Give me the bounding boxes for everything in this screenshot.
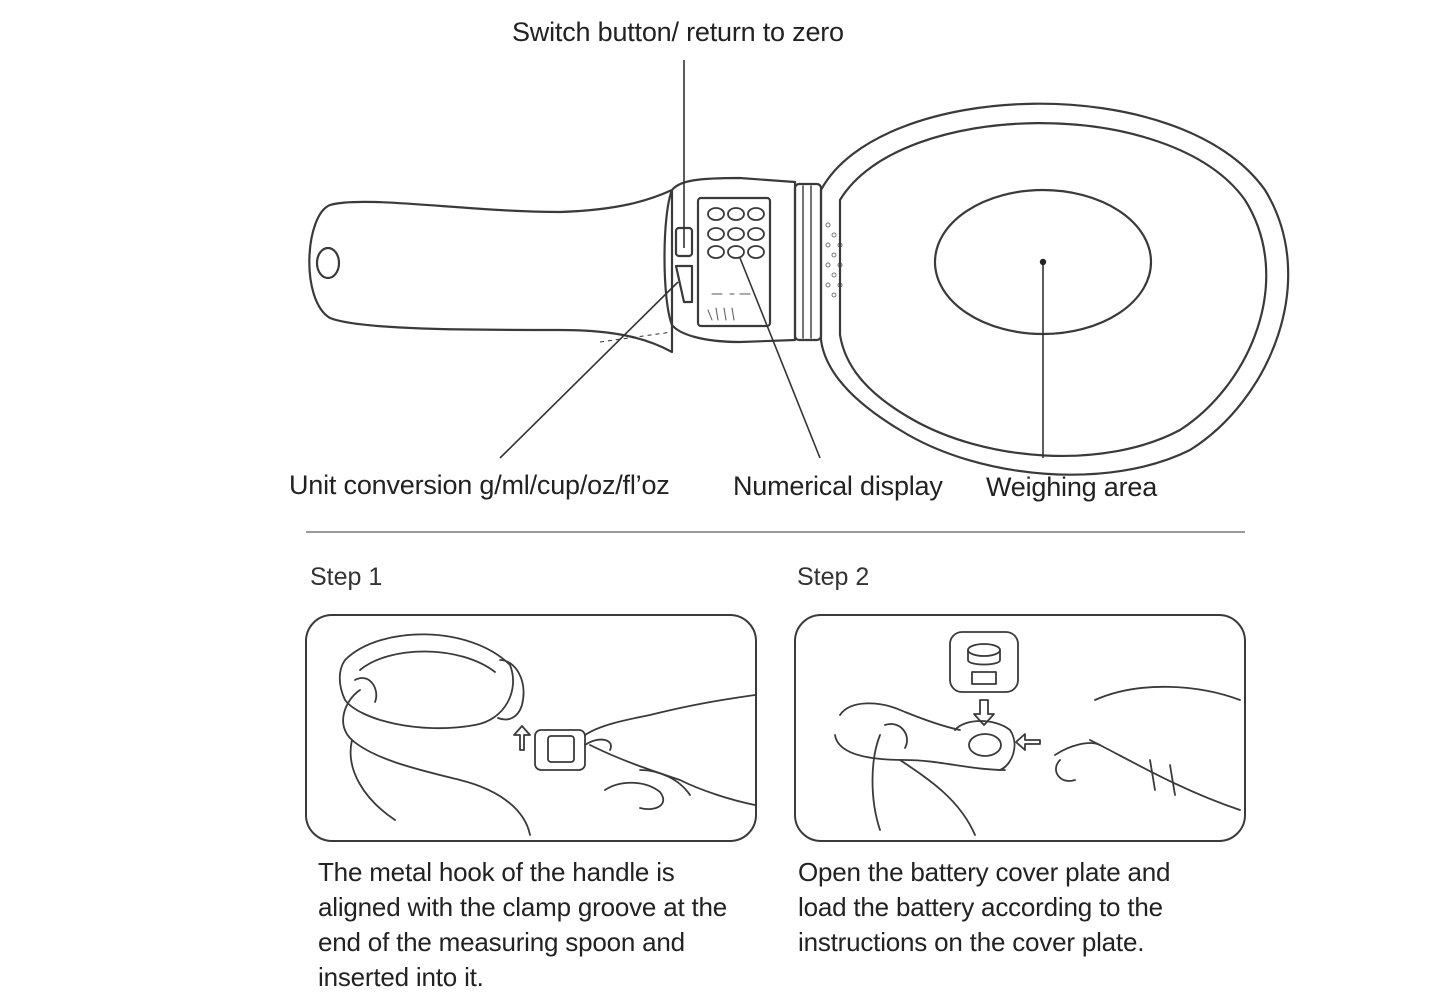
step2-caption-line: load the battery according to the — [798, 892, 1163, 922]
label-numerical-display: Numerical display — [733, 471, 943, 501]
leader-unit-conversion — [499, 281, 679, 459]
step1-illustration — [338, 633, 756, 836]
step1-caption-line: end of the measuring spoon and — [318, 927, 685, 957]
lcd-digits — [707, 207, 765, 259]
step2-caption-line: Open the battery cover plate and — [798, 857, 1171, 887]
step1-caption-line: aligned with the clamp groove at the — [318, 892, 728, 922]
label-weighing-area: Weighing area — [986, 472, 1158, 502]
step1-illustration-frame — [305, 614, 757, 842]
label-unit-conversion: Unit conversion g/ml/cup/oz/fl’oz — [289, 470, 670, 500]
handle-hole — [315, 246, 341, 280]
step1-caption: The metal hook of the handle is aligned … — [318, 855, 727, 995]
step2-title: Step 2 — [797, 563, 870, 591]
step1-caption-line: inserted into it. — [318, 962, 484, 992]
leader-numerical-display — [739, 257, 821, 459]
label-switch-button: Switch button/ return to zero — [512, 17, 844, 47]
step2-illustration — [834, 631, 1241, 836]
step2-illustration-frame — [794, 614, 1246, 842]
unit-button — [674, 264, 694, 304]
step1-caption-line: The metal hook of the handle is — [318, 857, 675, 887]
step2-caption-line: instructions on the cover plate. — [798, 927, 1145, 957]
weighing-area-dot — [1039, 258, 1047, 266]
step2-caption: Open the battery cover plate and load th… — [798, 855, 1170, 960]
spoon-neck — [793, 182, 823, 342]
spoon-handle — [308, 188, 674, 354]
lcd-screen — [696, 196, 772, 328]
spoon-bowl-inner — [838, 122, 1268, 458]
step1-title: Step 1 — [310, 563, 383, 591]
display-housing — [663, 176, 797, 344]
spoon-bowl-outer — [819, 102, 1290, 476]
